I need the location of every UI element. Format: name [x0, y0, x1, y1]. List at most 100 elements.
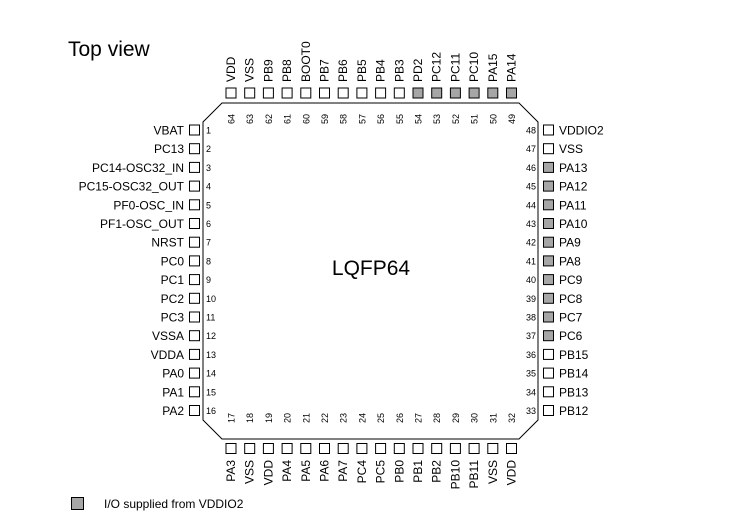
pin-55-name: PB3: [392, 59, 406, 82]
pin-25-box: [375, 443, 387, 454]
pin-32-number: 32: [507, 413, 517, 423]
pin-17-box: [225, 443, 237, 454]
right-pins: VDDIO248VSS47PA1346PA1245PA1144PA1043PA9…: [526, 124, 604, 419]
pin-1-box: [189, 124, 200, 136]
pin-44-name: PA11: [559, 198, 587, 212]
pin-38-number: 38: [526, 313, 536, 323]
pin-8-name: PC0: [161, 254, 185, 268]
pin-28-box: [431, 443, 443, 454]
pin-43-number: 43: [526, 219, 536, 229]
pin-36-number: 36: [526, 350, 536, 360]
pin-18-number: 18: [245, 413, 255, 423]
pin-2-number: 2: [206, 144, 211, 154]
pin-37-box: [543, 330, 554, 342]
pin-51-name: PC10: [467, 52, 481, 82]
pin-58-box: [337, 87, 349, 99]
pin-28-number: 28: [432, 413, 442, 423]
pin-50-number: 50: [488, 114, 498, 124]
pin-31-box: [487, 443, 499, 454]
pin-62-number: 62: [264, 114, 274, 124]
pin-26-box: [393, 443, 405, 454]
pin-3-number: 3: [206, 163, 211, 173]
pin-43-name: PA10: [559, 217, 588, 231]
pin-20-box: [281, 443, 293, 454]
pin-8-number: 8: [206, 256, 211, 266]
pin-38-name: PC7: [559, 311, 583, 325]
pin-55-box: [393, 87, 405, 99]
pin-50-name: PA15: [486, 53, 500, 82]
pin-16-box: [189, 405, 200, 416]
pin-25-number: 25: [376, 413, 386, 423]
pin-61-name: PB8: [280, 59, 294, 82]
pin-12-box: [189, 330, 200, 342]
pin-47-box: [543, 143, 554, 155]
pin-22-number: 22: [320, 413, 330, 423]
pin-44-number: 44: [526, 200, 536, 210]
pin-52-number: 52: [451, 114, 461, 124]
pin-56-box: [375, 87, 387, 99]
pin-8-box: [189, 255, 200, 267]
pin-10-number: 10: [206, 294, 216, 304]
pin-39-number: 39: [526, 294, 536, 304]
pin-42-number: 42: [526, 238, 536, 248]
pin-18-box: [244, 443, 256, 454]
pin-33-number: 33: [526, 406, 536, 416]
pin-47-name: VSS: [559, 142, 583, 156]
pin-5-box: [189, 199, 200, 211]
pin-29-number: 29: [451, 413, 461, 423]
pin-55-number: 55: [395, 114, 405, 124]
pin-58-name: PB6: [336, 59, 350, 82]
pin-60-number: 60: [301, 114, 311, 124]
pin-10-box: [189, 292, 200, 304]
pin-14-number: 14: [206, 369, 216, 379]
pin-5-name: PF0-OSC_IN: [113, 198, 184, 212]
pin-15-box: [189, 386, 200, 398]
pin-31-name: VSS: [486, 460, 500, 484]
pin-11-box: [189, 311, 200, 323]
pin-39-name: PC8: [559, 292, 583, 306]
pin-24-number: 24: [357, 413, 367, 423]
pin-12-name: VSSA: [152, 329, 184, 343]
pin-40-box: [543, 274, 554, 286]
pin-38-box: [543, 311, 554, 323]
pin-52-name: PC11: [448, 53, 462, 82]
pin-5-number: 5: [206, 200, 211, 210]
pin-61-number: 61: [283, 114, 293, 124]
pin-44-box: [543, 199, 554, 211]
pin-59-name: PB7: [318, 59, 332, 82]
legend-label: I/O supplied from VDDIO2: [104, 497, 244, 511]
pin-49-number: 49: [507, 114, 517, 124]
pin-13-number: 13: [206, 350, 216, 360]
pin-17-name: PA3: [224, 460, 238, 482]
pin-58-number: 58: [339, 114, 349, 124]
pin-46-number: 46: [526, 163, 536, 173]
pin-36-box: [543, 348, 554, 360]
pin-56-name: PB4: [374, 59, 388, 82]
pin-46-box: [543, 161, 554, 173]
pin-54-number: 54: [414, 114, 424, 124]
pin-49-box: [506, 87, 517, 99]
pin-53-number: 53: [432, 114, 442, 124]
pin-9-name: PC1: [161, 273, 185, 287]
pin-18-name: VSS: [243, 460, 257, 484]
pin-54-box: [412, 87, 424, 99]
pin-41-name: PA8: [559, 254, 581, 268]
pin-14-name: PA0: [162, 367, 184, 381]
pin-16-name: PA2: [162, 404, 184, 418]
pin-34-name: PB13: [559, 385, 589, 399]
pin-57-box: [356, 87, 368, 99]
pin-53-name: PC12: [430, 52, 444, 82]
pin-39-box: [543, 292, 554, 304]
pin-64-name: VDD: [224, 56, 238, 82]
package-label: LQFP64: [332, 257, 411, 280]
pin-61-box: [281, 87, 293, 99]
pin-13-box: [189, 348, 200, 360]
pin-11-number: 11: [206, 313, 215, 323]
pin-37-name: PC6: [559, 329, 583, 343]
pin-51-box: [468, 87, 480, 99]
pin-42-box: [543, 236, 554, 248]
pin-22-box: [319, 443, 330, 454]
pin-41-box: [543, 255, 554, 267]
pin-32-box: [506, 443, 517, 454]
